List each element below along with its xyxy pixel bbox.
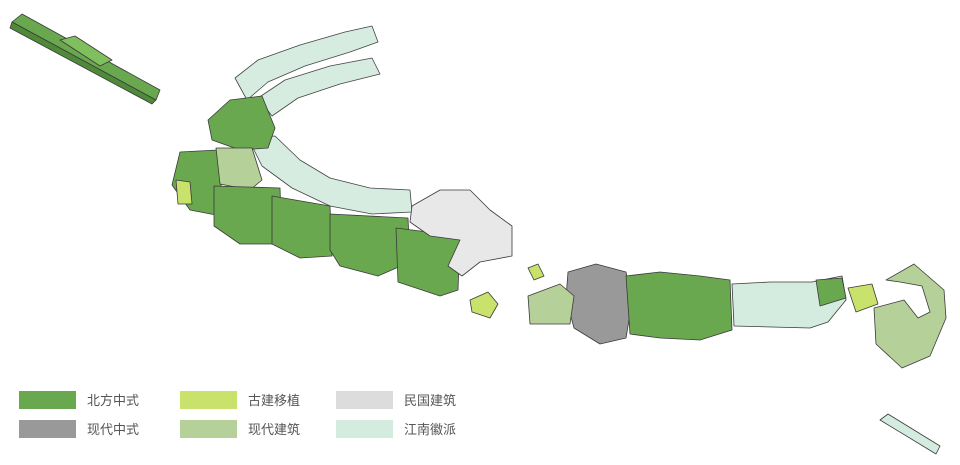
modern-building-right xyxy=(873,263,947,369)
modern-chinese-cluster xyxy=(565,263,633,345)
jiangnan-arc-upper xyxy=(234,25,413,215)
modern-building-bottom-right xyxy=(879,413,941,455)
modern-building-central xyxy=(527,283,575,325)
north-chinese-left-cluster xyxy=(171,95,461,297)
north-chinese-right-cluster xyxy=(625,271,847,341)
north-chinese-strip-topleft xyxy=(9,13,161,105)
republic-era-cluster xyxy=(409,189,513,277)
